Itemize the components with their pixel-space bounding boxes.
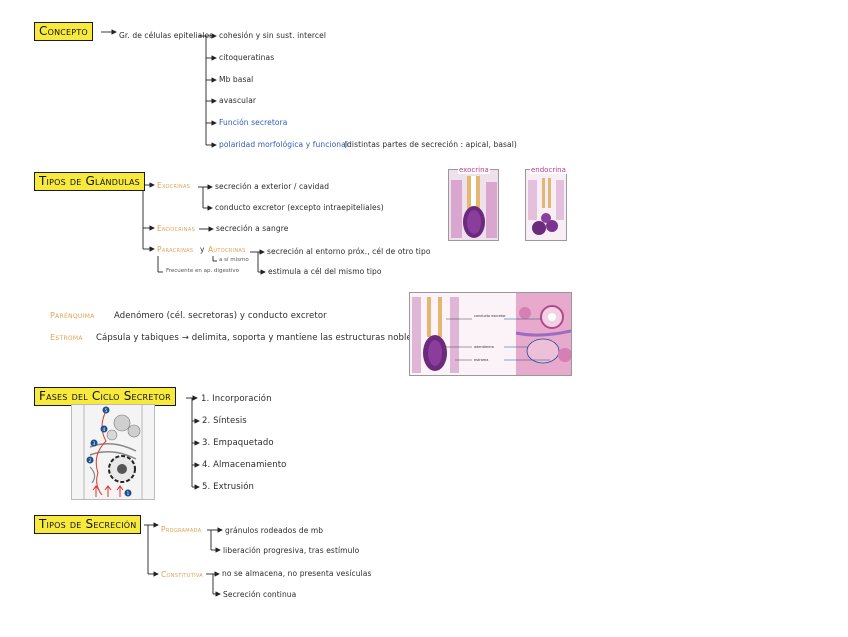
fase-item: 3. Empaquetado [202, 438, 274, 448]
secretory-cell-drawing: 5 4 3 2 1 [72, 405, 154, 499]
parenquima-label: Parénquima [50, 311, 95, 320]
programada-label: Programada [161, 525, 202, 534]
concepto-note: (distintas partes de secreción : apical,… [344, 140, 517, 149]
img-label-conducto: conducto excretor [474, 314, 506, 318]
img-label-adenomero: adenómero [474, 345, 494, 349]
autocrinas-label: Autocrinas [208, 245, 246, 254]
concepto-item: avascular [219, 96, 257, 105]
exocrina-caption: exocrina [458, 166, 490, 174]
endocrina-gland-drawing [526, 170, 566, 240]
paracrinas-item: secreción al entorno próx., cél de otro … [267, 247, 431, 256]
exocrinas-item: conducto excretor (excepto intraepitelia… [215, 203, 384, 212]
tipos-secrecion-title: Tipos de Secreción [34, 515, 142, 534]
tipos-glandulas-title: Tipos de Glándulas [34, 172, 145, 191]
fase-item: 4. Almacenamiento [202, 460, 287, 470]
endocrinas-item: secreción a sangre [216, 224, 289, 233]
concepto-main: Gr. de células epiteliales [119, 31, 214, 40]
exocrina-image [448, 169, 499, 241]
diagram-number: 5 [105, 408, 108, 414]
autocrina-note: a sí mismo [219, 257, 249, 263]
paracrinas-conj: y [200, 245, 205, 254]
constitutiva-item: Secreción continua [223, 590, 297, 599]
concepto-title: Concepto [34, 22, 93, 41]
paracrinas-label: Paracrinas [157, 245, 194, 254]
histology-drawing: conducto excretor adenómero estroma [410, 293, 571, 375]
diagram-number: 2 [89, 458, 92, 464]
concepto-item-polaridad: polaridad morfológica y funcional [219, 140, 349, 149]
fase-item: 1. Incorporación [201, 394, 272, 404]
parenquima-text: Adenómero (cél. secretoras) y conducto e… [114, 311, 327, 321]
parenquima-estroma-image: conducto excretor adenómero estroma [409, 292, 572, 376]
exocrinas-item: secreción a exterior / cavidad [215, 182, 330, 191]
concepto-item: Mb basal [219, 75, 254, 84]
diagram-number: 1 [127, 491, 130, 497]
diagram-number: 4 [103, 427, 106, 433]
fase-item: 5. Extrusión [202, 482, 255, 492]
estroma-label: Estroma [50, 333, 83, 342]
diagram-number: 3 [93, 441, 96, 447]
paracrinas-item: estimula a cél del mismo tipo [268, 267, 382, 276]
endocrina-image [525, 169, 567, 241]
concepto-item-funcion-secretora: Función secretora [219, 118, 288, 127]
fase-item: 2. Síntesis [202, 416, 247, 426]
programada-item: liberación progresiva, tras estímulo [223, 546, 360, 555]
endocrinas-label: Endocrinas [157, 224, 196, 233]
concepto-item: citoqueratinas [219, 53, 275, 62]
frecuente-note: Frecuente en ap. digestivo [166, 268, 239, 274]
secretory-cycle-diagram: 5 4 3 2 1 [71, 404, 155, 500]
concepto-item: cohesión y sin sust. intercel [219, 31, 327, 40]
constitutiva-item: no se almacena, no presenta vesículas [222, 569, 372, 578]
endocrina-caption: endocrina [530, 166, 567, 174]
img-label-estroma: estroma [474, 358, 488, 362]
programada-item: gránulos rodeados de mb [225, 526, 324, 535]
constitutiva-label: Constitutiva [161, 570, 203, 579]
exocrina-gland-drawing [449, 170, 498, 240]
estroma-text: Cápsula y tabiques → delimita, soporta y… [96, 333, 417, 343]
exocrinas-label: Exocrinas [157, 181, 191, 190]
